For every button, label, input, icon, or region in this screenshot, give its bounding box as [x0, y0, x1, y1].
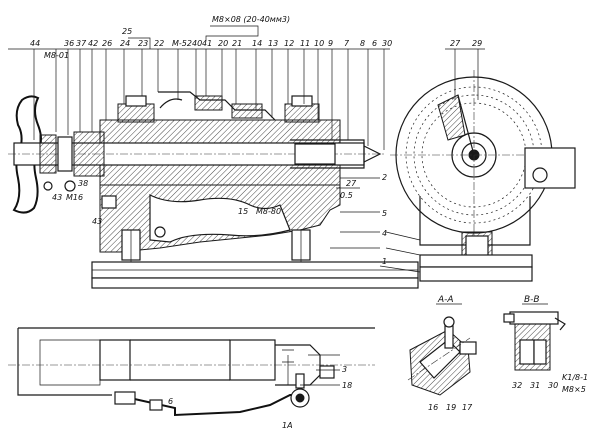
- label-43b: 43: [92, 217, 102, 226]
- label-40: 40: [192, 39, 202, 48]
- label-bb-32: 32: [512, 381, 522, 390]
- label-7: 7: [344, 39, 350, 48]
- label-aa-16: 16: [428, 403, 438, 412]
- label-30: 30: [382, 39, 392, 48]
- label-27-top: 27: [450, 39, 461, 48]
- label-aa-19: 19: [446, 403, 456, 412]
- leader-lines: [8, 25, 485, 386]
- label-27-mid: 27: [346, 179, 357, 188]
- bearing-cap-left: [117, 103, 155, 123]
- section-bb-title: В-В: [524, 295, 540, 305]
- label-20: 20: [218, 39, 228, 48]
- label-2: 2: [382, 173, 387, 182]
- label-15: 15: [238, 207, 248, 216]
- label-bottom-1a: 1A: [282, 421, 293, 430]
- end-view: [390, 70, 576, 282]
- label-36: 36: [64, 39, 74, 48]
- label-26: 26: [102, 39, 112, 48]
- bottom-plan-view: [8, 327, 375, 417]
- label-12: 12: [284, 39, 294, 48]
- label-6: 6: [372, 39, 377, 48]
- label-aa-17: 17: [462, 403, 473, 412]
- bearing-cap-right: [284, 103, 320, 123]
- label-42: 42: [88, 39, 98, 48]
- label-22: 22: [154, 39, 164, 48]
- label-43a: 43: [52, 193, 62, 202]
- label-37: 37: [76, 39, 87, 48]
- label-m8-01: M8-01: [44, 51, 69, 60]
- label-1: 1: [382, 257, 387, 266]
- label-bottom-6: 6: [168, 397, 173, 406]
- label-bb-31: 31: [530, 381, 540, 390]
- lever-arm: [129, 394, 305, 417]
- label-05: 0.5: [340, 191, 353, 200]
- label-38: 38: [78, 179, 88, 188]
- section-bb: [503, 311, 566, 371]
- label-m16: M16: [66, 193, 83, 202]
- labels: 44 M8-01 36 37 42 26 24 23 22 M-52 40 41…: [30, 15, 588, 430]
- label-5: 5: [382, 209, 387, 218]
- label-m8-80: M8-80: [256, 207, 281, 216]
- handwheel: [12, 95, 42, 214]
- label-bb-30: 30: [548, 381, 558, 390]
- label-13: 13: [268, 39, 278, 48]
- label-bottom-3: 3: [342, 365, 347, 374]
- main-section-view: [8, 91, 419, 289]
- housing-upper: [99, 119, 341, 144]
- label-bb-k1-8: K1/8-1: [562, 373, 588, 382]
- label-8: 8: [360, 39, 365, 48]
- center-point: [363, 145, 382, 163]
- label-14: 14: [252, 39, 262, 48]
- label-m52: M-52: [172, 39, 192, 48]
- label-21: 21: [232, 39, 242, 48]
- label-29-top: 29: [472, 39, 482, 48]
- label-44: 44: [30, 39, 40, 48]
- label-11: 11: [300, 39, 310, 48]
- section-aa-title: А-А: [437, 295, 454, 305]
- label-24: 24: [120, 39, 130, 48]
- label-4: 4: [382, 229, 387, 238]
- section-aa-ball: [443, 316, 455, 328]
- label-bb-m8x5: M8×5: [562, 385, 586, 394]
- label-9: 9: [328, 39, 333, 48]
- label-23: 23: [138, 39, 148, 48]
- label-41: 41: [202, 39, 212, 48]
- section-aa: [407, 316, 477, 396]
- label-note-top: M8×08 (20-40мм3): [212, 15, 290, 24]
- label-10: 10: [314, 39, 324, 48]
- label-bottom-18: 18: [342, 381, 352, 390]
- label-25: 25: [122, 27, 132, 36]
